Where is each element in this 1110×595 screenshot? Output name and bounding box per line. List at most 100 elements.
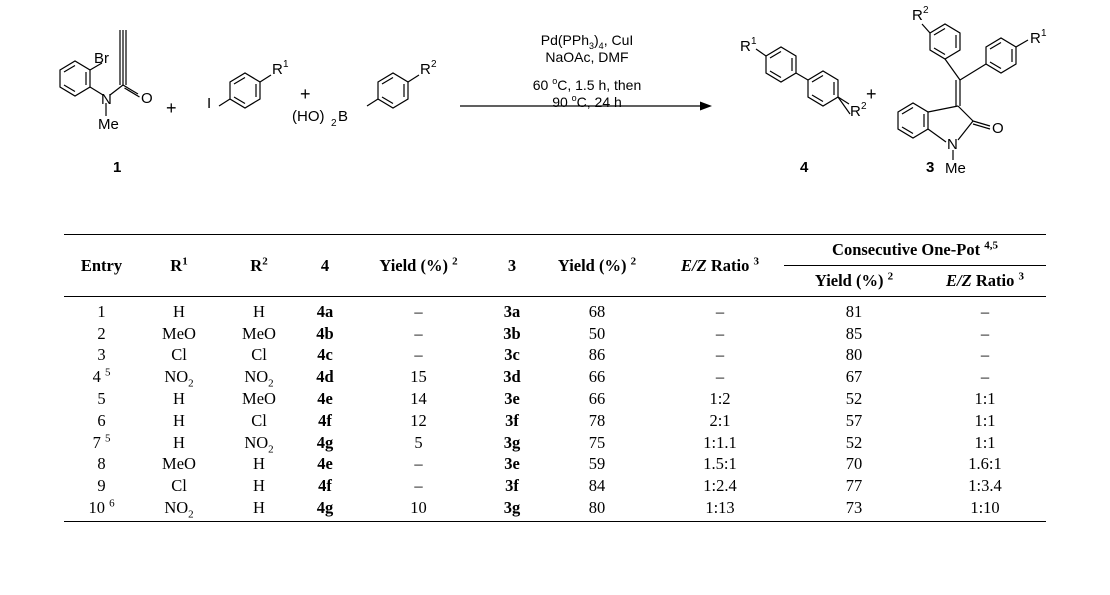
cell-one-pot-ez-ratio: 1:1 xyxy=(974,389,996,409)
cell-yield-4: – xyxy=(414,301,423,321)
cell-yield-4: 12 xyxy=(410,410,427,430)
cell-one-pot-ez-ratio: 1:1 xyxy=(974,410,996,430)
cell-yield-3: 80 xyxy=(538,497,656,522)
cell-compound-4: 4f xyxy=(318,410,332,430)
cell-entry: 10 6 xyxy=(64,497,139,522)
label-r2-b: R xyxy=(420,61,431,78)
cell-compound-3: 3f xyxy=(505,476,519,496)
cell-yield-4: – xyxy=(414,454,423,474)
header-ez-ratio: E/Z Ratio 3 xyxy=(656,234,784,297)
cell-r1: Cl xyxy=(171,345,187,365)
cell-ez-ratio: – xyxy=(715,345,725,365)
cell-compound-4: 4g xyxy=(316,432,334,452)
header-yield-3: Yield (%) 2 xyxy=(538,234,656,297)
label-boronic: (HO) xyxy=(292,108,325,125)
cell-yield-3: 78 xyxy=(588,410,606,430)
cell-entry: 8 xyxy=(97,454,106,474)
cell-ez-ratio: – xyxy=(715,301,725,321)
compound-1-label: 1 xyxy=(113,159,121,176)
cell-one-pot-yield: 67 xyxy=(845,367,863,387)
cell-entry: 5 xyxy=(97,389,106,409)
cell-yield-4: – xyxy=(414,476,423,496)
cell-compound-3: 3a xyxy=(503,301,521,321)
header-consecutive-one-pot: Consecutive One-Pot 4,5 xyxy=(784,234,1046,266)
label-r1-a: R xyxy=(272,61,283,78)
label-r1-3: R xyxy=(1030,30,1041,47)
cell-one-pot-ez-ratio: 1:1 xyxy=(974,432,996,452)
header-one-pot-yield: Yield (%) 2 xyxy=(784,265,924,297)
label-r2-4: R xyxy=(850,103,861,120)
cell-compound-3: 3e xyxy=(504,389,520,409)
cell-yield-4: 5 xyxy=(414,432,423,452)
cell-compound-3: 3g xyxy=(503,432,521,452)
conditions-line-2: NaOAc, DMF xyxy=(545,49,628,65)
cell-r1: H xyxy=(173,389,185,409)
cell-r2: H xyxy=(253,476,265,496)
label-me: Me xyxy=(98,116,119,133)
cell-compound-4: 4d xyxy=(316,367,334,387)
header-compound-3: 3 xyxy=(486,234,538,297)
cell-yield-4: 10 xyxy=(351,497,486,522)
cell-one-pot-yield: 70 xyxy=(845,454,863,474)
cell-yield-3: 59 xyxy=(588,454,606,474)
cell-entry: 2 xyxy=(97,323,106,343)
cell-entry: 4 5 xyxy=(92,366,111,387)
header-r2: R2 xyxy=(219,234,299,297)
cell-compound-3: 3d xyxy=(503,367,521,387)
cell-r1: Cl xyxy=(171,476,187,496)
label-boronic-b: B xyxy=(338,108,348,125)
cell-yield-3: 86 xyxy=(588,345,606,365)
cell-r1: H xyxy=(173,432,185,452)
header-r1: R1 xyxy=(139,234,219,297)
cell-ez-ratio: 1:2.4 xyxy=(703,476,737,496)
label-r1-4-sup: 1 xyxy=(751,36,757,47)
cell-compound-4: 4f xyxy=(318,476,332,496)
cell-yield-4: – xyxy=(414,345,423,365)
cell-compound-4: 4a xyxy=(316,301,334,321)
compound-4-label: 4 xyxy=(800,159,809,176)
cell-one-pot-yield: 57 xyxy=(845,410,863,430)
conditions-line-4: 90 oC, 24 h xyxy=(552,93,622,110)
label-me-3: Me xyxy=(945,160,966,177)
cell-ez-ratio: 1:2 xyxy=(709,389,731,409)
cell-yield-3: 66 xyxy=(588,389,606,409)
label-br: Br xyxy=(94,50,109,67)
cell-r1: NO2 xyxy=(164,367,194,390)
cell-one-pot-yield: 81 xyxy=(845,301,863,321)
cell-r2: H xyxy=(253,301,265,321)
header-yield-4: Yield (%) 2 xyxy=(351,234,486,297)
cell-r2: Cl xyxy=(251,410,267,430)
cell-r2: MeO xyxy=(242,389,276,409)
cell-r2: MeO xyxy=(242,323,276,343)
plus-1: + xyxy=(166,98,177,118)
reaction-scheme: Br O N Me I R 1 R 2 (HO) 2 B + + + R 1 R… xyxy=(59,5,1047,177)
cell-one-pot-yield: 52 xyxy=(845,432,863,452)
cell-one-pot-yield: 80 xyxy=(845,345,863,365)
cell-one-pot-yield: 77 xyxy=(845,476,863,496)
cell-compound-4: 4e xyxy=(317,389,333,409)
cell-compound-3: 3f xyxy=(505,410,519,430)
cell-one-pot-yield: 73 xyxy=(784,497,924,522)
cell-one-pot-ez-ratio: – xyxy=(980,367,990,387)
cell-yield-3: 50 xyxy=(588,323,606,343)
label-n-3: N xyxy=(947,136,958,153)
cell-entry: 7 5 xyxy=(92,432,111,452)
cell-compound-4: 4b xyxy=(316,323,334,343)
cell-ez-ratio: 2:1 xyxy=(709,410,731,430)
label-boronic-sub: 2 xyxy=(331,118,337,129)
label-i: I xyxy=(207,95,211,112)
cell-one-pot-ez-ratio: 1:10 xyxy=(924,497,1046,522)
label-r1-4: R xyxy=(740,38,751,55)
conditions-line-3: 60 oC, 1.5 h, then xyxy=(533,76,642,93)
header-compound-4: 4 xyxy=(299,234,351,297)
plus-3: + xyxy=(866,84,877,104)
label-o: O xyxy=(141,90,153,107)
cell-one-pot-ez-ratio: 1:3.4 xyxy=(968,476,1002,496)
cell-one-pot-ez-ratio: 1.6:1 xyxy=(968,454,1002,474)
